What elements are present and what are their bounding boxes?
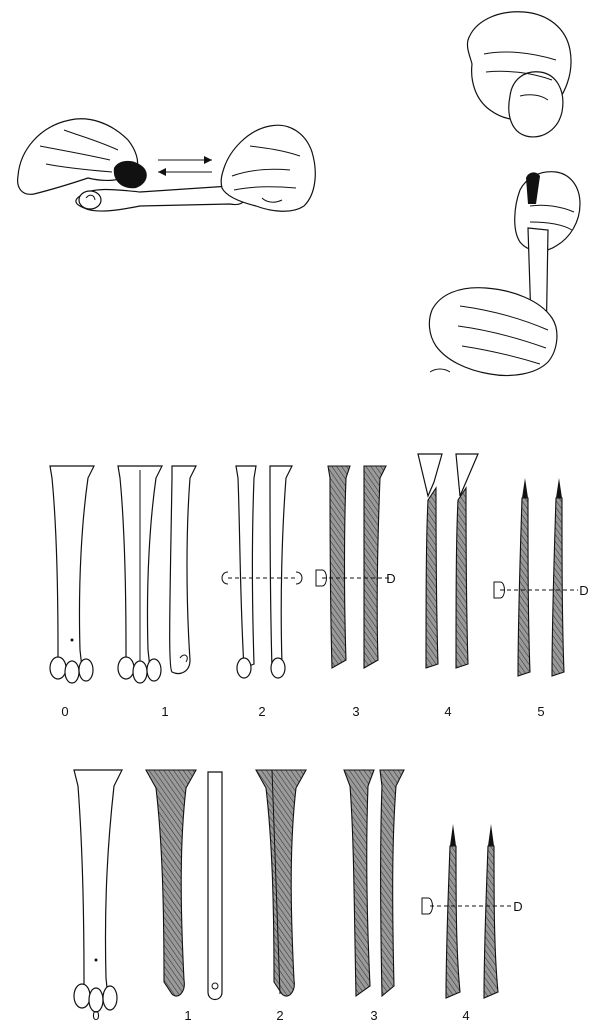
- top-stage-0-bone: [50, 466, 94, 683]
- top-stage-4-bone: [418, 454, 478, 668]
- section-mark: D: [513, 899, 522, 914]
- top-stage-5-bone: [494, 478, 578, 676]
- bottom-stage-0-bone: [74, 770, 122, 1012]
- top-stage-label: 2: [258, 704, 265, 719]
- panel-bottom-row: 0 1 2 3 4 D: [74, 770, 523, 1022]
- top-stage-2-bone: [222, 466, 302, 678]
- bottom-stage-2-bone: [256, 770, 306, 996]
- top-stage-label: 4: [444, 704, 451, 719]
- bottom-stage-label: 0: [92, 1008, 99, 1022]
- top-stage-label: 3: [352, 704, 359, 719]
- hands-sawing-illustration: [18, 119, 316, 211]
- top-stage-3-bone: [316, 466, 390, 668]
- bottom-stage-3-bone: [344, 770, 404, 996]
- bottom-stage-label: 2: [276, 1008, 283, 1022]
- bottom-stage-1-bone: [146, 770, 222, 1000]
- bottom-stage-label: 1: [184, 1008, 191, 1022]
- top-stage-label: 1: [161, 704, 168, 719]
- back-and-forth-arrows-icon: [158, 156, 212, 176]
- bottom-stage-4-bone: [422, 824, 512, 998]
- hands-grinding-illustration: [429, 12, 580, 376]
- bottom-stage-label: 3: [370, 1008, 377, 1022]
- top-stage-1-bone: [118, 466, 196, 683]
- bottom-stage-label: 4: [462, 1008, 469, 1022]
- section-mark: D: [579, 583, 588, 598]
- top-stage-label: 5: [537, 704, 544, 719]
- panel-top-row: 0 1 2 3 4 5 D D: [50, 454, 589, 719]
- top-stage-label: 0: [61, 704, 68, 719]
- section-mark: D: [386, 571, 395, 586]
